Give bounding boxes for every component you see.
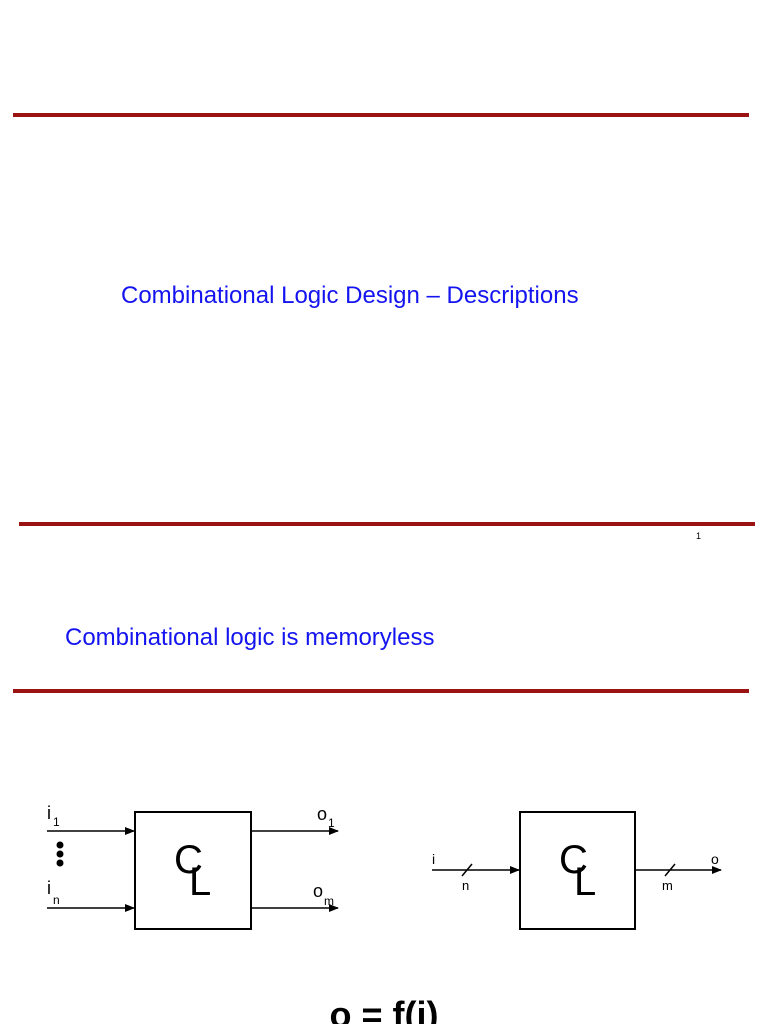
- output-last-subscript: m: [324, 894, 334, 908]
- bus-input-slash: [461, 863, 473, 877]
- slide1-title: Combinational Logic Design – Description…: [121, 282, 579, 309]
- slide1-top-rule: [13, 113, 749, 117]
- right-cl-label-bottom: L: [574, 860, 596, 904]
- left-cl-label-bottom: L: [189, 860, 211, 904]
- output-first-subscript: 1: [328, 816, 335, 830]
- input-first-label: i: [47, 803, 51, 823]
- left-cl-block: [134, 811, 252, 930]
- right-cl-diagram: C L i n o m: [432, 811, 722, 930]
- slide2-title: Combinational logic is memoryless: [65, 624, 435, 651]
- ellipsis-dot: [56, 859, 64, 867]
- page-number: 1: [696, 531, 702, 541]
- bus-output-slash: [664, 863, 676, 877]
- output-first-label: o: [317, 804, 327, 824]
- right-cl-block: [519, 811, 636, 930]
- input-last-label: i: [47, 878, 51, 898]
- left-cl-label-top: C: [174, 838, 203, 882]
- output-last-label: o: [313, 881, 323, 901]
- left-cl-diagram: C L i 1 i n o 1 o m: [47, 803, 339, 930]
- formula: o = f(i): [329, 994, 439, 1024]
- ellipsis-dot: [56, 850, 64, 858]
- ellipsis-dot: [56, 841, 64, 849]
- bus-input-label: i: [432, 851, 435, 867]
- slide1-bottom-rule: [19, 522, 755, 526]
- input-last-subscript: n: [53, 893, 60, 907]
- bus-output-width: m: [662, 878, 673, 893]
- slide2-top-rule: [13, 689, 749, 693]
- input-first-subscript: 1: [53, 815, 60, 829]
- combinational-logic-diagram: C L i 1 i n o 1 o m C L i n o m: [47, 803, 722, 930]
- right-cl-label-top: C: [559, 838, 588, 882]
- bus-output-label: o: [711, 851, 719, 867]
- bus-input-width: n: [462, 878, 469, 893]
